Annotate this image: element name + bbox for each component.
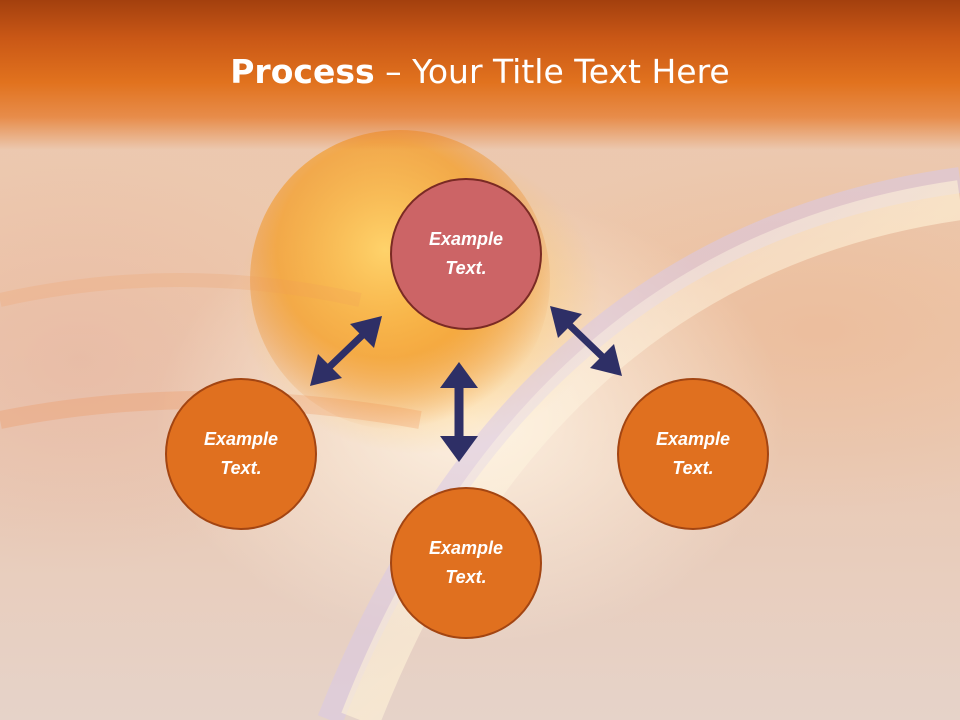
double-arrow-vertical: [440, 362, 478, 462]
node-label: Example Text.: [655, 429, 731, 478]
node-label: Example Text.: [203, 429, 279, 478]
title-bar: [0, 0, 960, 150]
node-label: Example Text.: [428, 538, 504, 587]
page-title: Process – Your Title Text Here: [0, 52, 960, 91]
process-node-right[interactable]: Example Text.: [617, 378, 769, 530]
node-label: Example Text.: [428, 229, 504, 278]
process-node-top[interactable]: Example Text.: [390, 178, 542, 330]
double-arrow-left: [310, 316, 382, 386]
title-bold: Process: [230, 52, 375, 91]
flare-streak: [0, 273, 362, 307]
process-node-bottom[interactable]: Example Text.: [390, 487, 542, 639]
title-rest: – Your Title Text Here: [374, 52, 730, 91]
planet-arc: [317, 167, 960, 720]
process-node-left[interactable]: Example Text.: [165, 378, 317, 530]
double-arrow-right: [550, 306, 622, 376]
